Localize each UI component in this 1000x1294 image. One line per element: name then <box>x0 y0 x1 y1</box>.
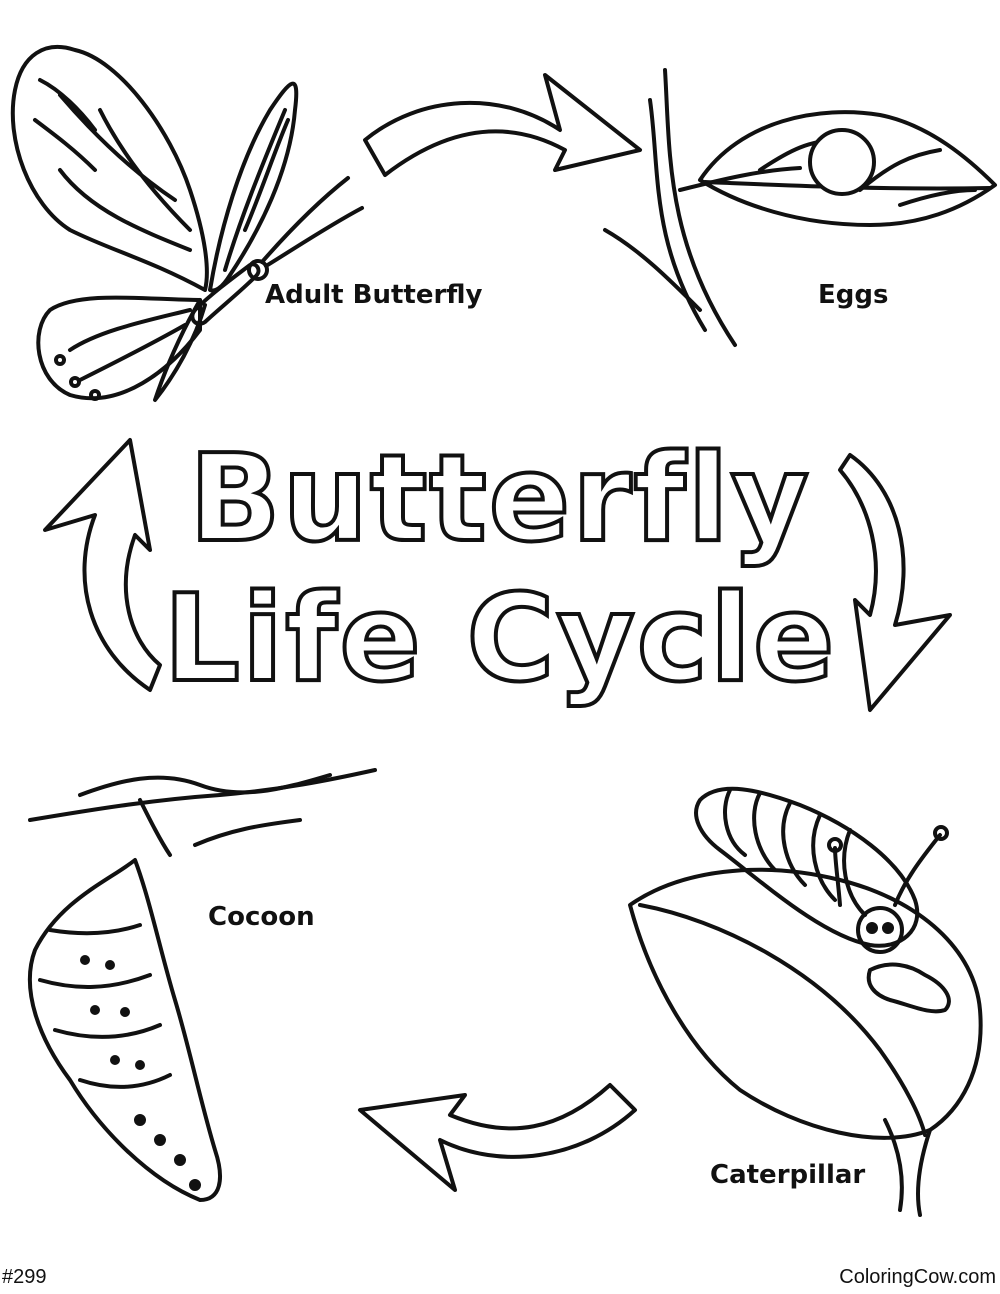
label-eggs: Eggs <box>818 280 889 310</box>
arrow-right <box>838 453 952 712</box>
arrow-bottom <box>358 1083 637 1192</box>
title-line-1: Butterfly <box>187 430 811 569</box>
title-line-2: Life Cycle <box>162 570 837 709</box>
arrow-left <box>43 438 162 692</box>
cycle-arrow-icon <box>43 73 952 1192</box>
chrysalis-icon <box>27 768 377 1202</box>
label-adult-butterfly: Adult Butterfly <box>265 280 483 310</box>
butterfly-icon <box>10 44 364 402</box>
footer-site: ColoringCow.com <box>839 1266 996 1288</box>
footer-number: #299 <box>2 1266 47 1288</box>
label-cocoon: Cocoon <box>208 902 315 932</box>
caterpillar-on-leaf-icon <box>628 786 983 1217</box>
arrow-top <box>363 73 642 177</box>
egg-on-leaf-icon <box>603 68 997 347</box>
label-caterpillar: Caterpillar <box>710 1160 866 1190</box>
